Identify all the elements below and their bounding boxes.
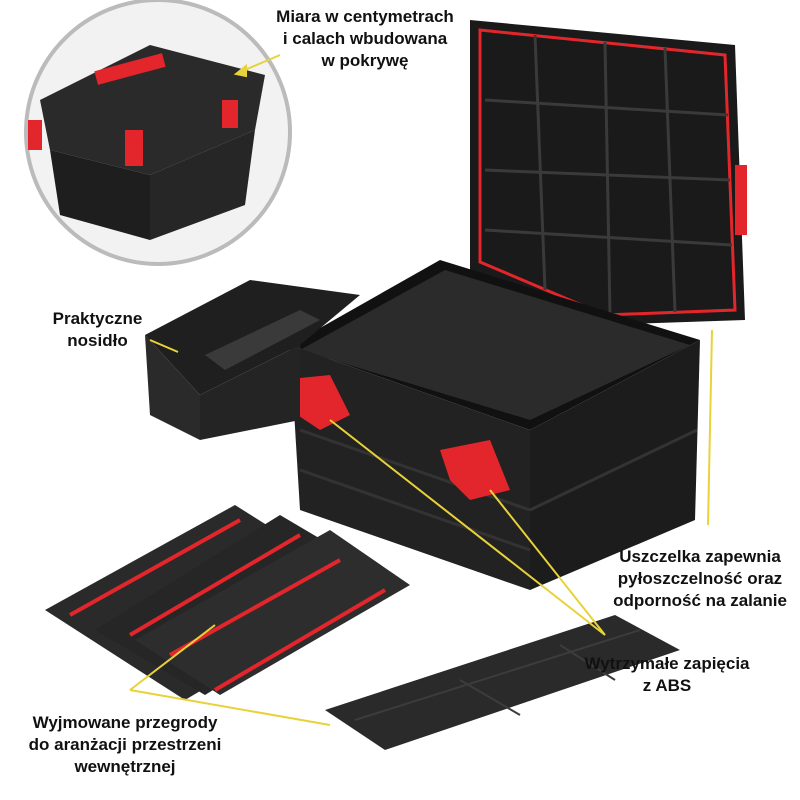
- label-line: Miara w centymetrach: [276, 7, 454, 26]
- label-line: pyłoszczelność oraz: [617, 569, 783, 588]
- label-line: Wyjmowane przegrody: [32, 713, 218, 732]
- divider-stack: [45, 505, 410, 700]
- label-line: i calach wbudowana: [282, 29, 448, 48]
- dividers-label: Wyjmowane przegrody do aranżacji przestr…: [20, 712, 230, 778]
- open-lid: [470, 20, 747, 325]
- lid-ruler-label: Miara w centymetrach i calach wbudowana …: [270, 6, 460, 72]
- label-line: Uszczelka zapewnia: [619, 547, 781, 566]
- closed-toolbox: [28, 45, 265, 240]
- single-divider: [325, 615, 680, 750]
- latches-label: Wytrzymałe zapięcia z ABS: [572, 653, 762, 697]
- seal-label: Uszczelka zapewnia pyłoszczelność oraz o…: [600, 546, 800, 612]
- label-line: z ABS: [642, 676, 692, 695]
- label-line: w pokrywę: [321, 51, 409, 70]
- carry-tray-label: Praktyczne nosidło: [40, 308, 155, 352]
- label-line: do aranżacji przestrzeni: [28, 735, 222, 754]
- label-line: odporność na zalanie: [613, 591, 787, 610]
- leader-lines: [129, 54, 713, 726]
- label-line: nosidło: [67, 331, 128, 350]
- label-line: Praktyczne: [52, 309, 143, 328]
- label-line: wewnętrznej: [74, 757, 176, 776]
- label-line: Wytrzymałe zapięcia: [584, 654, 750, 673]
- carry-tray: [145, 280, 360, 440]
